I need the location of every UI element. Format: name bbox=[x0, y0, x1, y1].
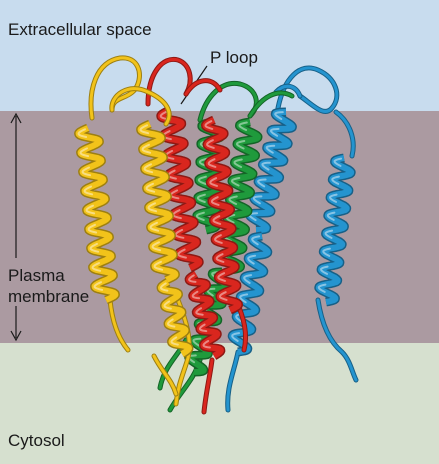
yellow-helix-2 bbox=[136, 119, 180, 285]
blue-loop-1 bbox=[275, 65, 340, 114]
plasma-membrane-label-line1: Plasma bbox=[8, 266, 65, 285]
yellow-loop-5 bbox=[151, 353, 179, 397]
blue-loop-5 bbox=[225, 349, 241, 413]
membrane-span-arrow bbox=[10, 112, 22, 342]
red-loop-2 bbox=[183, 78, 223, 97]
yellow-loop-4 bbox=[173, 297, 192, 407]
red-loop-4 bbox=[201, 357, 215, 415]
extracellular-region bbox=[0, 0, 439, 111]
p-loop-label: P loop bbox=[210, 48, 258, 67]
yellow-loop-1 bbox=[88, 55, 142, 121]
blue-helix-3 bbox=[227, 231, 273, 357]
subunit-blue bbox=[225, 65, 359, 413]
blue-loop-3 bbox=[333, 109, 356, 159]
blue-loop-4 bbox=[315, 297, 359, 383]
green-loop-1 bbox=[197, 80, 259, 123]
blue-helix-2 bbox=[245, 107, 297, 235]
yellow-helix-1 bbox=[74, 123, 120, 305]
cytosol-region bbox=[0, 343, 439, 464]
cytosol-label: Cytosol bbox=[8, 431, 65, 450]
red-helix-1 bbox=[156, 105, 204, 273]
extracellular-label: Extracellular space bbox=[8, 20, 152, 39]
blue-helix-1 bbox=[314, 153, 356, 307]
yellow-helix-3 bbox=[156, 278, 194, 358]
subunit-red bbox=[145, 56, 249, 415]
yellow-loop-2 bbox=[109, 86, 172, 127]
yellow-loop-3 bbox=[107, 297, 131, 353]
red-helix-2 bbox=[201, 115, 243, 315]
subunit-yellow bbox=[74, 55, 194, 407]
red-loop-1 bbox=[145, 56, 193, 107]
blue-loop-2 bbox=[273, 83, 303, 99]
red-helix-3 bbox=[184, 270, 226, 360]
green-loop-2 bbox=[247, 90, 295, 119]
plasma-membrane-label-line2: membrane bbox=[8, 287, 90, 306]
